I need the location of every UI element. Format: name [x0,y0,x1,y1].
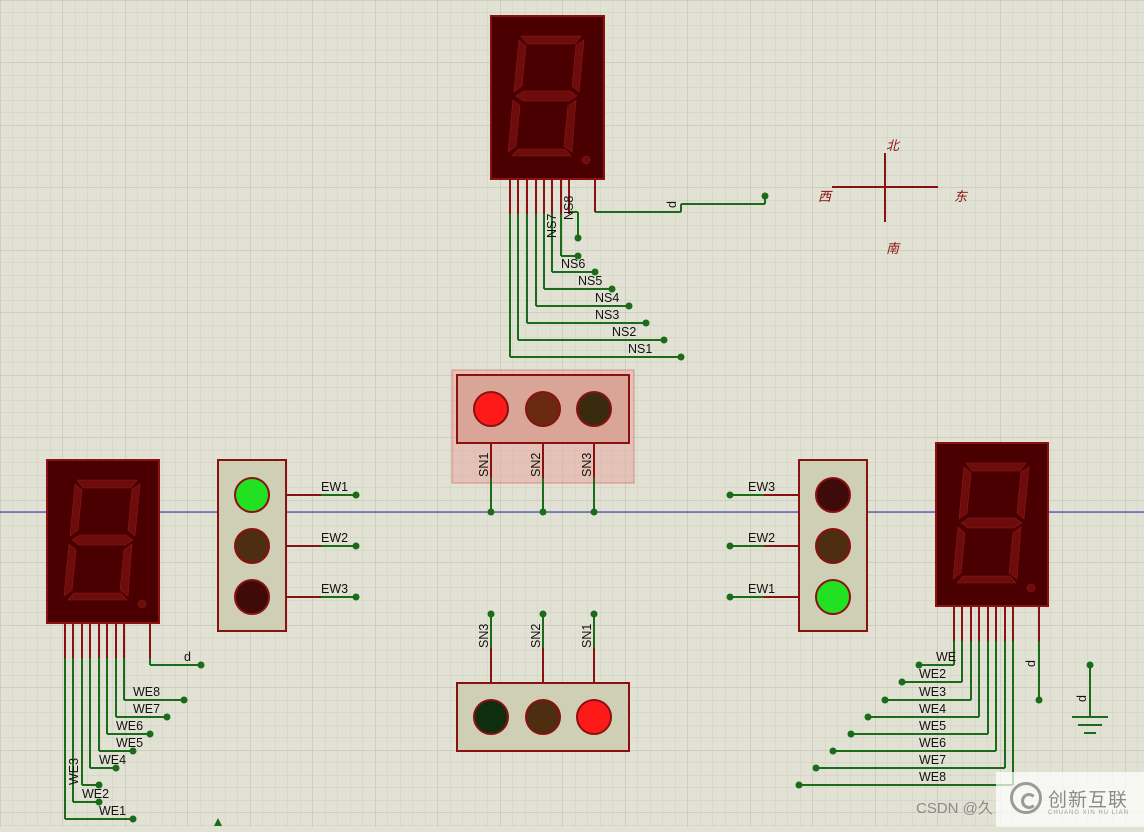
label-ew1-east: EW1 [748,582,775,596]
watermark-csdn: CSDN @久 [916,800,993,817]
label-ns3: NS3 [595,308,619,322]
label-ns2: NS2 [612,325,636,339]
label-we2-west: WE2 [82,787,109,801]
label-sn1-north: SN1 [477,453,491,477]
junctions-west [95,661,205,823]
brand-logo-icon [1010,782,1042,814]
lamp-red [576,699,612,735]
label-we7-west: WE7 [133,702,160,716]
seven-seg-west[interactable] [46,459,160,624]
lamp-green [473,699,509,735]
compass: 北 南 西 东 [818,138,969,256]
label-sn1-south: SN1 [580,624,594,648]
segment-set [63,479,147,609]
label-we3-west: WE3 [67,758,81,785]
watermark-brand-sub: CHUANG XIN HU LIAN [1048,810,1130,816]
lamp-yellow [815,528,851,564]
pins-west [64,623,151,658]
pins-north [509,179,596,214]
seven-seg-north[interactable] [490,15,605,180]
lamp-red [815,477,851,513]
compass-south: 南 [886,241,901,256]
segment-set [952,462,1036,593]
traffic-light-south[interactable]: SN3 SN2 SN1 [456,610,630,752]
label-we2-east: WE2 [919,667,946,681]
compass-north: 北 [886,138,901,153]
label-we5-west: WE5 [116,736,143,750]
label-ns7: NS7 [545,214,559,238]
label-we4-east: WE4 [919,702,946,716]
segment-set [507,35,591,165]
lamp-green [576,391,612,427]
label-sn3-south: SN3 [477,624,491,648]
label-sn2-north: SN2 [529,453,543,477]
label-d-east: d [1024,660,1038,667]
junctions-east [795,661,1094,789]
label-sn3-north: SN3 [580,453,594,477]
label-ew2-east: EW2 [748,531,775,545]
lamp-green [815,579,851,615]
lamp-red [473,391,509,427]
compass-west: 西 [818,189,833,204]
seven-seg-east[interactable] [935,442,1049,607]
label-sn2-south: SN2 [529,624,543,648]
label-we1-east: WE [936,650,956,664]
label-ns4: NS4 [595,291,619,305]
label-we6-west: WE6 [116,719,143,733]
label-we1-west: WE1 [99,804,126,818]
lamp-yellow [525,391,561,427]
label-ns6: NS6 [561,257,585,271]
label-we8-east: WE8 [919,770,946,784]
label-ns1: NS1 [628,342,652,356]
label-d-north: d [665,201,679,208]
label-ew2-west: EW2 [321,531,348,545]
traffic-light-west[interactable]: EW1 EW2 EW3 [217,459,360,632]
label-we3-east: WE3 [919,685,946,699]
label-d-ground: d [1075,695,1089,702]
compass-east: 东 [954,189,969,204]
traffic-light-east[interactable]: EW3 EW2 EW1 [726,459,868,632]
label-ew1-west: EW1 [321,480,348,494]
lamp-green [234,477,270,513]
watermark-brand: 创新互联 [1048,789,1129,811]
pins-east [953,606,1040,641]
label-we4-west: WE4 [99,753,126,767]
label-ew3-west: EW3 [321,582,348,596]
label-ns8: NS8 [562,196,576,220]
label-we6-east: WE6 [919,736,946,750]
lamp-red [234,579,270,615]
label-d-west: d [184,650,191,664]
traffic-light-north[interactable]: SN1 SN2 SN3 [451,369,635,516]
label-we8-west: WE8 [133,685,160,699]
label-ew3-east: EW3 [748,480,775,494]
marker-arrow [214,818,222,826]
label-we5-east: WE5 [919,719,946,733]
lamp-yellow [525,699,561,735]
junctions-north [574,192,769,361]
lamp-yellow [234,528,270,564]
label-we7-east: WE7 [919,753,946,767]
label-ns5: NS5 [578,274,602,288]
